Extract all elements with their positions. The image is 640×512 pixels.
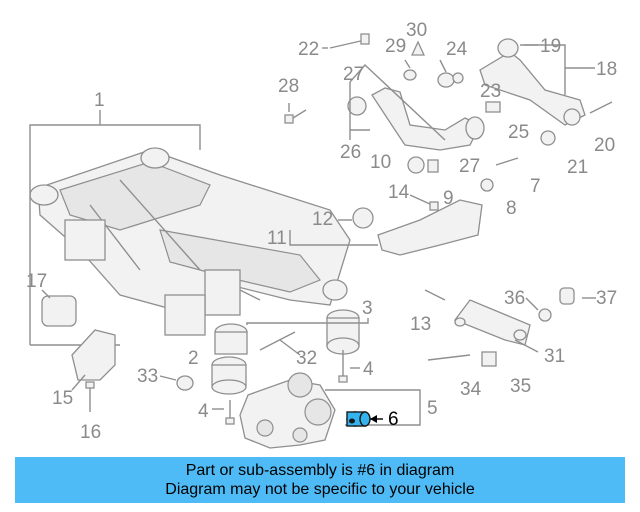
callout-4b: 4 xyxy=(198,401,209,422)
callout-28: 28 xyxy=(278,76,299,97)
callout-24: 24 xyxy=(446,39,468,60)
callout-labels: 1 2 3 4 4 5 6 7 8 9 10 11 12 13 14 15 16… xyxy=(26,20,617,443)
control-arm-26 xyxy=(347,87,485,151)
callout-33: 33 xyxy=(137,366,158,387)
callout-18: 18 xyxy=(596,59,617,80)
banner-line-2: Diagram may not be specific to your vehi… xyxy=(165,481,475,498)
callout-1: 1 xyxy=(94,90,105,111)
callout-34: 34 xyxy=(460,379,482,400)
callout-14: 14 xyxy=(388,182,410,203)
link-31 xyxy=(453,299,531,346)
callout-13: 13 xyxy=(410,314,431,335)
callout-19: 19 xyxy=(540,36,561,57)
bolt-4-upper xyxy=(338,350,360,383)
callout-6-highlighted: 6 xyxy=(388,409,399,430)
callout-31: 31 xyxy=(544,346,565,367)
highlighted-bushing-6 xyxy=(346,411,371,427)
callout-37: 37 xyxy=(596,288,617,309)
subframe-drawing xyxy=(29,147,351,336)
upper-arm-19 xyxy=(479,38,586,126)
callout-29: 29 xyxy=(385,36,406,57)
callout-23: 23 xyxy=(480,81,501,102)
lower-arm-11 xyxy=(352,199,483,256)
mount-15 xyxy=(71,329,116,391)
callout-26: 26 xyxy=(340,142,361,163)
callout-5: 5 xyxy=(427,398,438,419)
callout-20: 20 xyxy=(594,135,615,156)
callout-12: 12 xyxy=(312,209,333,230)
callout-8: 8 xyxy=(506,198,517,219)
callout-17: 17 xyxy=(26,271,47,292)
bracket-1 xyxy=(29,124,201,345)
callout-10: 10 xyxy=(370,152,391,173)
callout-11: 11 xyxy=(267,228,287,249)
callout-7: 7 xyxy=(530,176,541,197)
callout-4: 4 xyxy=(363,359,374,380)
callout-15: 15 xyxy=(52,388,73,409)
callout-22: 22 xyxy=(298,39,319,60)
knuckle-drawing xyxy=(239,372,336,449)
callout-36: 36 xyxy=(504,288,525,309)
info-banner: Part or sub-assembly is #6 in diagram Di… xyxy=(15,457,625,503)
bracket-18 xyxy=(520,44,595,69)
callout-25: 25 xyxy=(508,122,529,143)
bolt-16 xyxy=(85,381,95,412)
callout-27: 27 xyxy=(343,64,364,85)
bracket-5 xyxy=(325,389,421,426)
callout-21: 21 xyxy=(567,157,588,178)
callout-30: 30 xyxy=(406,20,427,41)
callout-32: 32 xyxy=(296,348,317,369)
callout-27b: 27 xyxy=(459,156,480,177)
callout-3: 3 xyxy=(362,298,373,319)
bolt-4-lower xyxy=(212,400,235,425)
callout-9: 9 xyxy=(443,188,454,209)
bushing-2 xyxy=(211,323,248,395)
callout-16: 16 xyxy=(80,422,101,443)
bump-stop-17 xyxy=(41,289,77,327)
banner-line-1: Part or sub-assembly is #6 in diagram xyxy=(185,462,455,479)
bushing-3 xyxy=(326,309,360,355)
callout-2: 2 xyxy=(188,348,199,369)
callout-35: 35 xyxy=(510,376,531,397)
